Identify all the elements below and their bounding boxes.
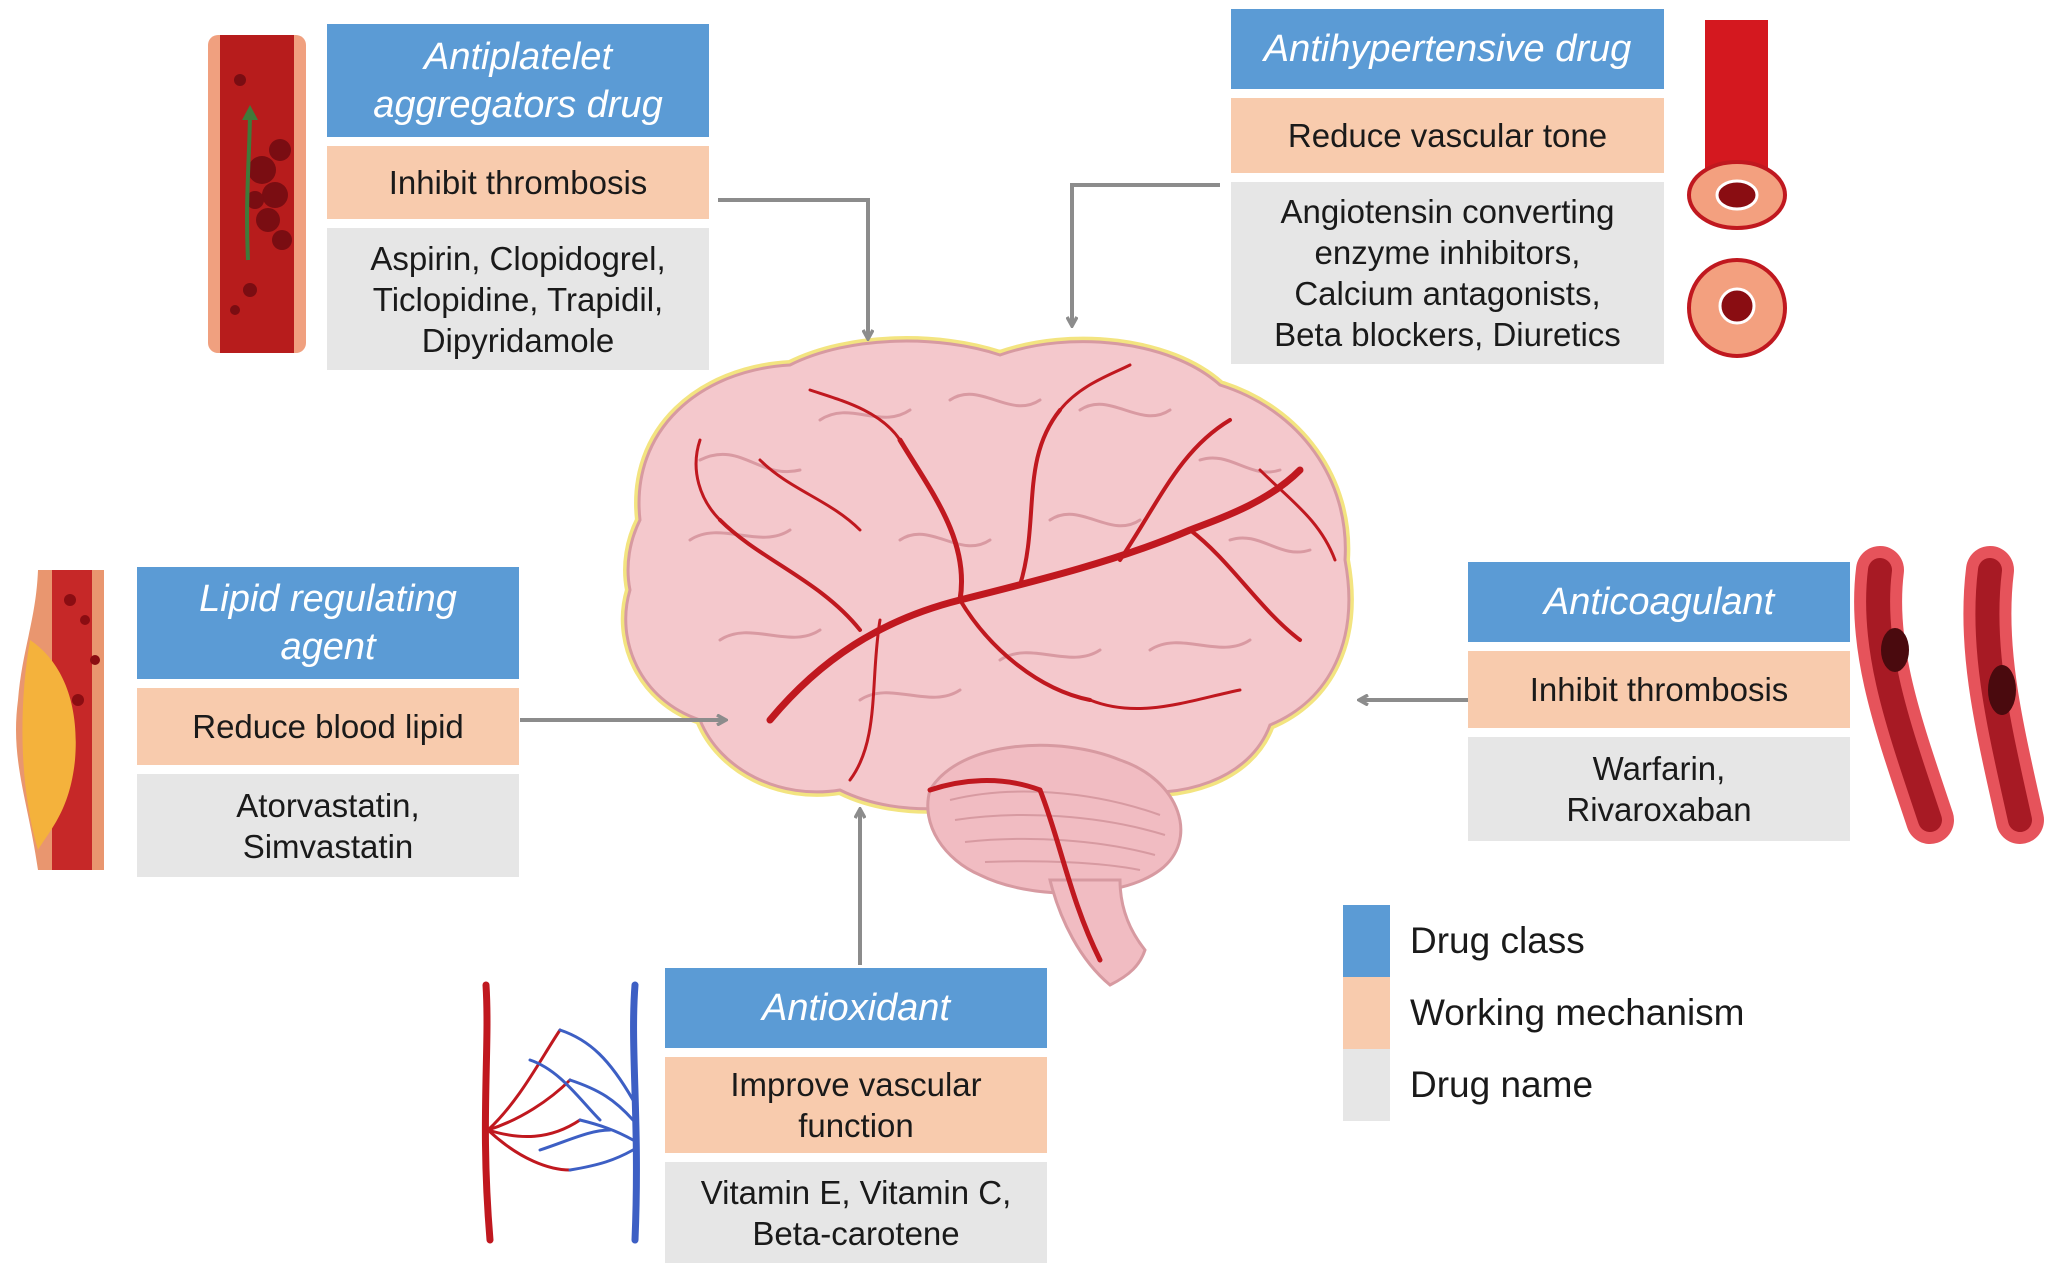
mechanism-label: Improve vascular function: [665, 1057, 1047, 1153]
connector-arrows: [520, 183, 1472, 965]
drug-names-label: Vitamin E, Vitamin C, Beta-carotene: [665, 1162, 1047, 1263]
legend-item-drug-name: Drug name: [1343, 1049, 1744, 1121]
brain-illustration-icon: [620, 336, 1354, 987]
mechanism-label: Inhibit thrombosis: [327, 146, 709, 219]
legend-item-mechanism: Working mechanism: [1343, 977, 1744, 1049]
drug-names-label: Angiotensin converting enzyme inhibitors…: [1231, 182, 1664, 364]
drug-class-label: Antihypertensive drug: [1231, 9, 1664, 89]
card-lipid-regulating: Lipid regulating agent Reduce blood lipi…: [137, 567, 519, 877]
drug-names-label: Atorvastatin, Simvastatin: [137, 774, 519, 877]
card-anticoagulant: Anticoagulant Inhibit thrombosis Warfari…: [1468, 562, 1850, 841]
drug-names-label: Warfarin, Rivaroxaban: [1468, 737, 1850, 841]
legend: Drug class Working mechanism Drug name: [1343, 905, 1744, 1121]
arrow-antiplatelet: [718, 198, 868, 338]
drug-class-label: Anticoagulant: [1468, 562, 1850, 642]
artery-cross-section-icon: [1687, 20, 1787, 358]
legend-swatch: [1343, 977, 1390, 1049]
card-antihypertensive: Antihypertensive drug Reduce vascular to…: [1231, 9, 1664, 364]
mechanism-label: Reduce vascular tone: [1231, 98, 1664, 173]
card-antiplatelet: Antiplatelet aggregators drug Inhibit th…: [327, 24, 709, 370]
drug-names-label: Aspirin, Clopidogrel, Ticlopidine, Trapi…: [327, 228, 709, 370]
mechanism-label: Inhibit thrombosis: [1468, 651, 1850, 728]
artery-thrombus-icon: [208, 35, 306, 353]
drug-class-label: Antioxidant: [665, 968, 1047, 1048]
mechanism-label: Reduce blood lipid: [137, 688, 519, 765]
legend-label: Drug name: [1410, 1064, 1594, 1105]
artery-plaque-icon: [16, 570, 105, 870]
legend-label: Working mechanism: [1410, 992, 1745, 1033]
capillary-network-icon: [481, 981, 640, 1244]
drug-class-label: Lipid regulating agent: [137, 567, 519, 679]
card-antioxidant: Antioxidant Improve vascular function Vi…: [665, 968, 1047, 1263]
arrow-antihypertensive: [1072, 183, 1220, 325]
legend-label: Drug class: [1410, 920, 1585, 961]
legend-swatch: [1343, 905, 1390, 977]
drug-class-label: Antiplatelet aggregators drug: [327, 24, 709, 137]
legend-item-drug-class: Drug class: [1343, 905, 1744, 977]
legend-swatch: [1343, 1049, 1390, 1121]
clotted-vessels-icon: [1854, 546, 2044, 844]
